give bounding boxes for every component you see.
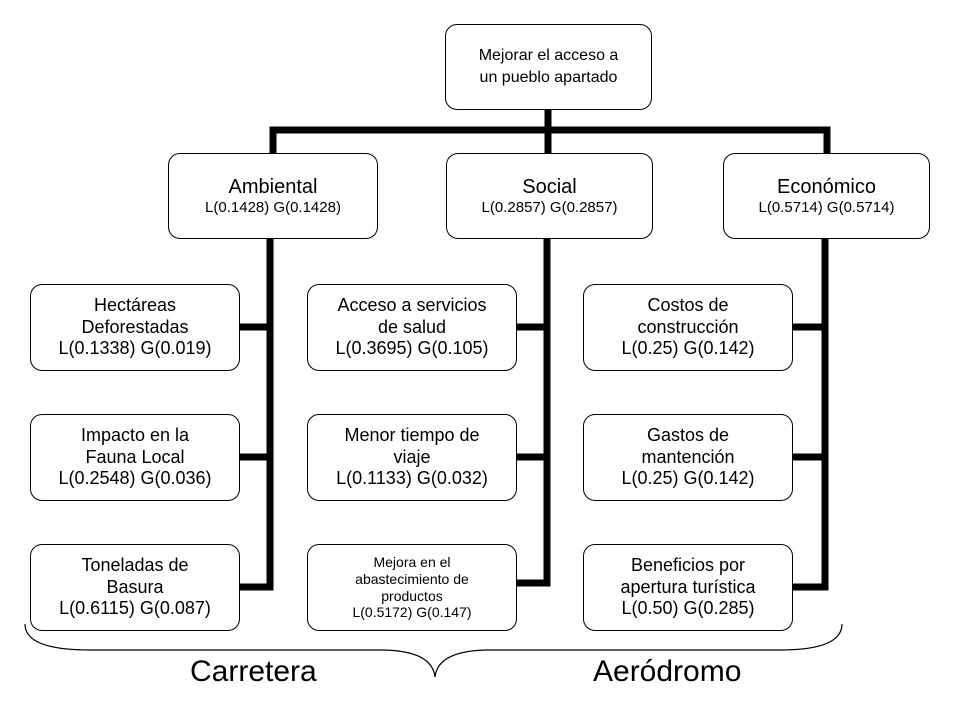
subcriterion-line: de salud bbox=[377, 316, 447, 337]
subcriterion-line: Basura bbox=[106, 576, 164, 597]
subcriterion-hectareas-deforestadas: Hectáreas Deforestadas L(0.1338) G(0.019… bbox=[30, 284, 240, 371]
subcriterion-weights: L(0.1338) G(0.019) bbox=[58, 338, 212, 359]
subcriterion-gastos-mantencion: Gastos de mantención L(0.25) G(0.142) bbox=[583, 414, 793, 501]
criterion-economico: Económico L(0.5714) G(0.5714) bbox=[723, 153, 930, 239]
criterion-ambiental: Ambiental L(0.1428) G(0.1428) bbox=[168, 153, 378, 239]
subcriterion-line: Acceso a servicios bbox=[337, 295, 487, 316]
subcriterion-line: construcción bbox=[637, 316, 739, 337]
subcriterion-weights: L(0.3695) G(0.105) bbox=[335, 338, 489, 359]
subcriterion-costos-construccion: Costos de construcción L(0.25) G(0.142) bbox=[583, 284, 793, 371]
criterion-social: Social L(0.2857) G(0.2857) bbox=[446, 153, 653, 239]
alternative-aerodromo: Aeródromo bbox=[593, 655, 742, 688]
subcriterion-toneladas-basura: Toneladas de Basura L(0.6115) G(0.087) bbox=[30, 544, 240, 631]
subcriterion-weights: L(0.25) G(0.142) bbox=[621, 338, 755, 359]
subcriterion-line: productos bbox=[381, 587, 443, 604]
subcriterion-abastecimiento-productos: Mejora en el abastecimiento de productos… bbox=[307, 544, 517, 631]
criterion-weights: L(0.2857) G(0.2857) bbox=[481, 199, 618, 216]
goal-box: Mejorar el acceso a un pueblo apartado bbox=[445, 24, 652, 110]
criterion-weights: L(0.1428) G(0.1428) bbox=[205, 199, 341, 216]
subcriterion-line: Menor tiempo de bbox=[344, 425, 480, 446]
subcriterion-weights: L(0.2548) G(0.036) bbox=[58, 468, 212, 489]
subcriterion-weights: L(0.25) G(0.142) bbox=[621, 468, 755, 489]
subcriterion-beneficios-turistica: Beneficios por apertura turística L(0.50… bbox=[583, 544, 793, 631]
subcriterion-line: mantención bbox=[641, 446, 735, 467]
subcriterion-line: apertura turística bbox=[620, 576, 756, 597]
criterion-name: Social bbox=[522, 176, 577, 198]
subcriterion-line: Beneficios por bbox=[630, 555, 746, 576]
subcriterion-acceso-salud: Acceso a servicios de salud L(0.3695) G(… bbox=[307, 284, 517, 371]
subcriterion-line: Deforestadas bbox=[81, 316, 189, 337]
goal-line-1: Mejorar el acceso a bbox=[478, 47, 619, 65]
subcriterion-weights: L(0.5172) G(0.147) bbox=[352, 604, 472, 621]
subcriterion-line: Gastos de bbox=[646, 425, 730, 446]
subcriterion-weights: L(0.1133) G(0.032) bbox=[336, 468, 488, 489]
subcriterion-weights: L(0.6115) G(0.087) bbox=[59, 598, 211, 619]
goal-line-2: un pueblo apartado bbox=[479, 69, 618, 86]
subcriterion-line: Hectáreas bbox=[93, 295, 177, 316]
subcriterion-line: Fauna Local bbox=[85, 446, 185, 467]
subcriterion-line: viaje bbox=[393, 446, 431, 467]
subcriterion-menor-tiempo-viaje: Menor tiempo de viaje L(0.1133) G(0.032) bbox=[307, 414, 517, 501]
subcriterion-line: Toneladas de bbox=[81, 555, 189, 576]
alternative-carretera: Carretera bbox=[190, 655, 317, 688]
subcriterion-impacto-fauna: Impacto en la Fauna Local L(0.2548) G(0.… bbox=[30, 414, 240, 501]
subcriterion-line: Mejora en el bbox=[373, 553, 451, 570]
subcriterion-line: Impacto en la bbox=[80, 425, 190, 446]
criterion-name: Económico bbox=[777, 176, 876, 198]
subcriterion-line: abastecimiento de bbox=[355, 570, 469, 587]
subcriterion-line: Costos de bbox=[647, 295, 729, 316]
criterion-weights: L(0.5714) G(0.5714) bbox=[758, 199, 895, 216]
subcriterion-weights: L(0.50) G(0.285) bbox=[621, 598, 755, 619]
criterion-name: Ambiental bbox=[228, 176, 318, 198]
